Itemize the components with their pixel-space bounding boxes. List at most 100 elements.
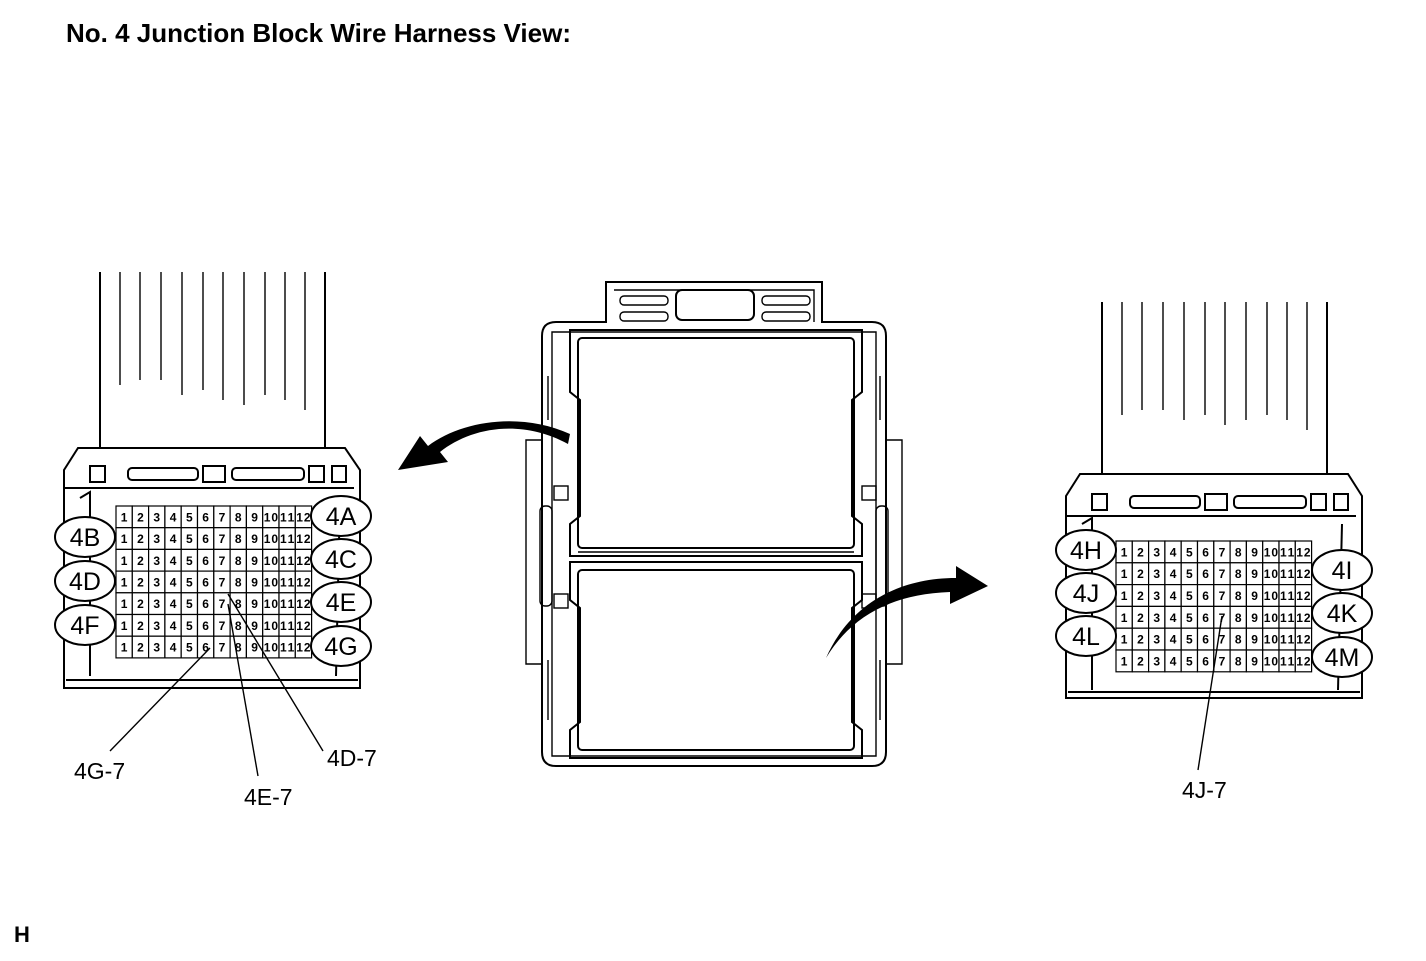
pin-number: 8 — [1235, 545, 1242, 559]
pin-number: 6 — [202, 597, 209, 611]
pin-number: 3 — [153, 597, 160, 611]
pin-number: 2 — [137, 619, 144, 633]
pin-number: 8 — [235, 619, 242, 633]
pin-number: 11 — [1280, 654, 1295, 668]
junction-block — [525, 281, 903, 767]
pin-number: 12 — [296, 641, 311, 655]
pin-number: 12 — [296, 597, 311, 611]
pin-number: 1 — [121, 510, 128, 524]
pin-number: 10 — [1264, 633, 1279, 647]
pin-number: 12 — [1296, 611, 1311, 625]
pin-number: 6 — [1202, 654, 1209, 668]
pin-number: 3 — [1153, 567, 1160, 581]
pin-number: 3 — [1153, 589, 1160, 603]
pin-number: 10 — [1264, 567, 1279, 581]
pin-number: 11 — [1280, 633, 1295, 647]
pin-number: 2 — [1137, 611, 1144, 625]
pin-number: 7 — [1219, 545, 1226, 559]
pin-number: 3 — [153, 510, 160, 524]
pin-number: 7 — [219, 641, 226, 655]
pin-number: 1 — [121, 619, 128, 633]
pin-number: 10 — [1264, 589, 1279, 603]
pin-number: 8 — [1235, 589, 1242, 603]
pin-number: 7 — [1219, 633, 1226, 647]
pin-number: 4 — [170, 554, 177, 568]
pin-number: 12 — [1296, 545, 1311, 559]
pin-number: 6 — [202, 532, 209, 546]
pin-number: 3 — [1153, 611, 1160, 625]
pin-number: 10 — [264, 597, 279, 611]
pin-number: 2 — [137, 641, 144, 655]
pin-number: 4 — [1170, 633, 1177, 647]
pin-number: 2 — [1137, 567, 1144, 581]
badge-4J: 4J — [1055, 572, 1117, 614]
pin-number: 3 — [1153, 633, 1160, 647]
pin-number: 10 — [1264, 545, 1279, 559]
pin-number: 4 — [1170, 589, 1177, 603]
right-wires — [1101, 302, 1328, 474]
pin-number: 4 — [170, 619, 177, 633]
pin-number: 3 — [153, 575, 160, 589]
pin-number: 1 — [121, 554, 128, 568]
pin-number: 9 — [251, 597, 258, 611]
pin-number: 5 — [1186, 654, 1193, 668]
pin-number: 9 — [251, 575, 258, 589]
badge-label: 4M — [1325, 644, 1360, 672]
pin-number: 4 — [170, 575, 177, 589]
pin-number: 2 — [137, 532, 144, 546]
badge-label: 4G — [324, 633, 357, 661]
pin-number: 5 — [1186, 633, 1193, 647]
pin-number: 10 — [264, 641, 279, 655]
callout-4G-7: 4G-7 — [74, 758, 125, 784]
pin-number: 4 — [1170, 611, 1177, 625]
pin-number: 5 — [186, 575, 193, 589]
pin-number: 9 — [1251, 567, 1258, 581]
pin-number: 8 — [1235, 611, 1242, 625]
pin-number: 6 — [202, 641, 209, 655]
badge-4G: 4G — [310, 625, 372, 667]
leader-4G-7 — [109, 647, 211, 752]
pin-number: 6 — [202, 554, 209, 568]
callout-4E-7: 4E-7 — [244, 784, 293, 810]
leader-4J-7 — [1197, 615, 1223, 771]
pin-number: 11 — [280, 510, 295, 524]
pin-number: 3 — [153, 619, 160, 633]
pin-number: 2 — [137, 575, 144, 589]
badge-label: 4F — [70, 612, 99, 640]
badge-4K: 4K — [1311, 592, 1373, 634]
pin-number: 7 — [1219, 567, 1226, 581]
pin-number: 12 — [296, 532, 311, 546]
pin-number: 11 — [280, 619, 295, 633]
pin-number: 4 — [1170, 545, 1177, 559]
pin-number: 8 — [235, 554, 242, 568]
pin-number: 5 — [1186, 589, 1193, 603]
badge-4M: 4M — [1311, 636, 1373, 678]
pin-number: 11 — [280, 532, 295, 546]
badge-label: 4I — [1332, 557, 1353, 585]
pin-number: 2 — [1137, 545, 1144, 559]
pin-number: 2 — [1137, 589, 1144, 603]
pin-number: 1 — [1121, 545, 1128, 559]
pin-number: 2 — [1137, 633, 1144, 647]
pin-number: 7 — [219, 510, 226, 524]
pin-number: 6 — [1202, 567, 1209, 581]
pin-number: 8 — [235, 597, 242, 611]
badge-4F: 4F — [54, 604, 116, 646]
pin-number: 9 — [1251, 589, 1258, 603]
pin-number: 4 — [170, 510, 177, 524]
badge-4B: 4B — [54, 516, 116, 558]
pin-number: 3 — [1153, 654, 1160, 668]
badge-label: 4K — [1327, 600, 1358, 628]
pin-number: 9 — [251, 532, 258, 546]
pin-number: 7 — [219, 554, 226, 568]
pin-number: 9 — [251, 510, 258, 524]
pin-number: 3 — [153, 554, 160, 568]
